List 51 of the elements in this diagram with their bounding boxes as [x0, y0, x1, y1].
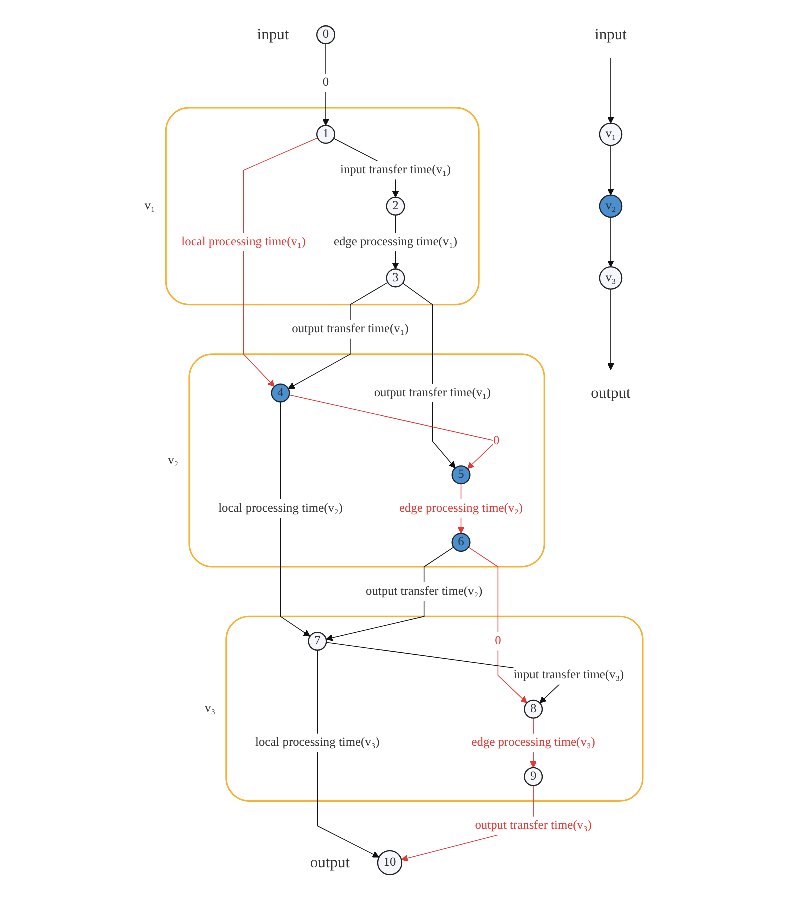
node-circle: 1: [316, 124, 336, 144]
node-circle: 4: [270, 383, 290, 402]
edge-label: input transfer time(v₃): [513, 668, 624, 682]
node-circle: v₃: [598, 266, 622, 290]
node-circle: 2: [386, 196, 405, 216]
node-circle: 6: [451, 532, 470, 552]
arrow: [607, 144, 614, 196]
node-circle: 8: [524, 699, 543, 718]
node-label: input: [256, 26, 289, 44]
arrow: [607, 57, 614, 124]
node-circle: v₁: [598, 122, 622, 146]
node-label: v₂: [168, 453, 178, 466]
cluster: [164, 106, 480, 306]
edge-label: output transfer time(v₃): [474, 818, 592, 832]
arrow: [468, 546, 527, 703]
arrow: [280, 401, 310, 636]
edge-label: edge processing time(v₂): [399, 501, 523, 515]
arrow: [288, 282, 388, 389]
node-label: v₁: [144, 198, 155, 212]
edge-label: local processing time(v₃): [255, 736, 380, 749]
edge-label: input transfer time(v₁): [340, 162, 451, 176]
arrow: [402, 282, 456, 468]
cluster: [188, 353, 545, 568]
edge-label: output transfer time(v₁): [292, 322, 408, 336]
node-circle: 9: [524, 766, 543, 786]
edge-label: local processing time(v₂): [218, 501, 342, 515]
arrow: [316, 650, 380, 858]
edge-label: edge processing time(v₁): [334, 234, 458, 248]
edge-label: 0: [493, 434, 500, 448]
arrow: [607, 216, 614, 267]
arrow: [243, 137, 318, 387]
arrow: [607, 288, 614, 370]
edge-label: output transfer time(v₂): [366, 584, 482, 598]
node-circle: v₂: [598, 194, 622, 218]
edge-label: 0: [322, 76, 329, 89]
node-text: input: [594, 26, 627, 44]
node-circle: 7: [308, 631, 327, 650]
edge-label: output transfer time(v₁): [374, 386, 491, 399]
node-circle: 10: [376, 850, 402, 876]
arrow: [326, 546, 454, 641]
node-text: output: [590, 384, 630, 402]
node-label: output: [310, 854, 350, 871]
node-circle: 5: [451, 465, 470, 484]
edge-label: edge processing time(v₃): [471, 736, 595, 749]
node-circle: 3: [386, 268, 405, 288]
cluster: [225, 615, 644, 802]
edge-label: 0: [494, 634, 501, 648]
node-circle: 0: [316, 25, 336, 44]
arrow: [322, 43, 329, 126]
node-label: v₃: [204, 701, 216, 715]
edge-label: local processing time(v₁): [181, 234, 306, 248]
